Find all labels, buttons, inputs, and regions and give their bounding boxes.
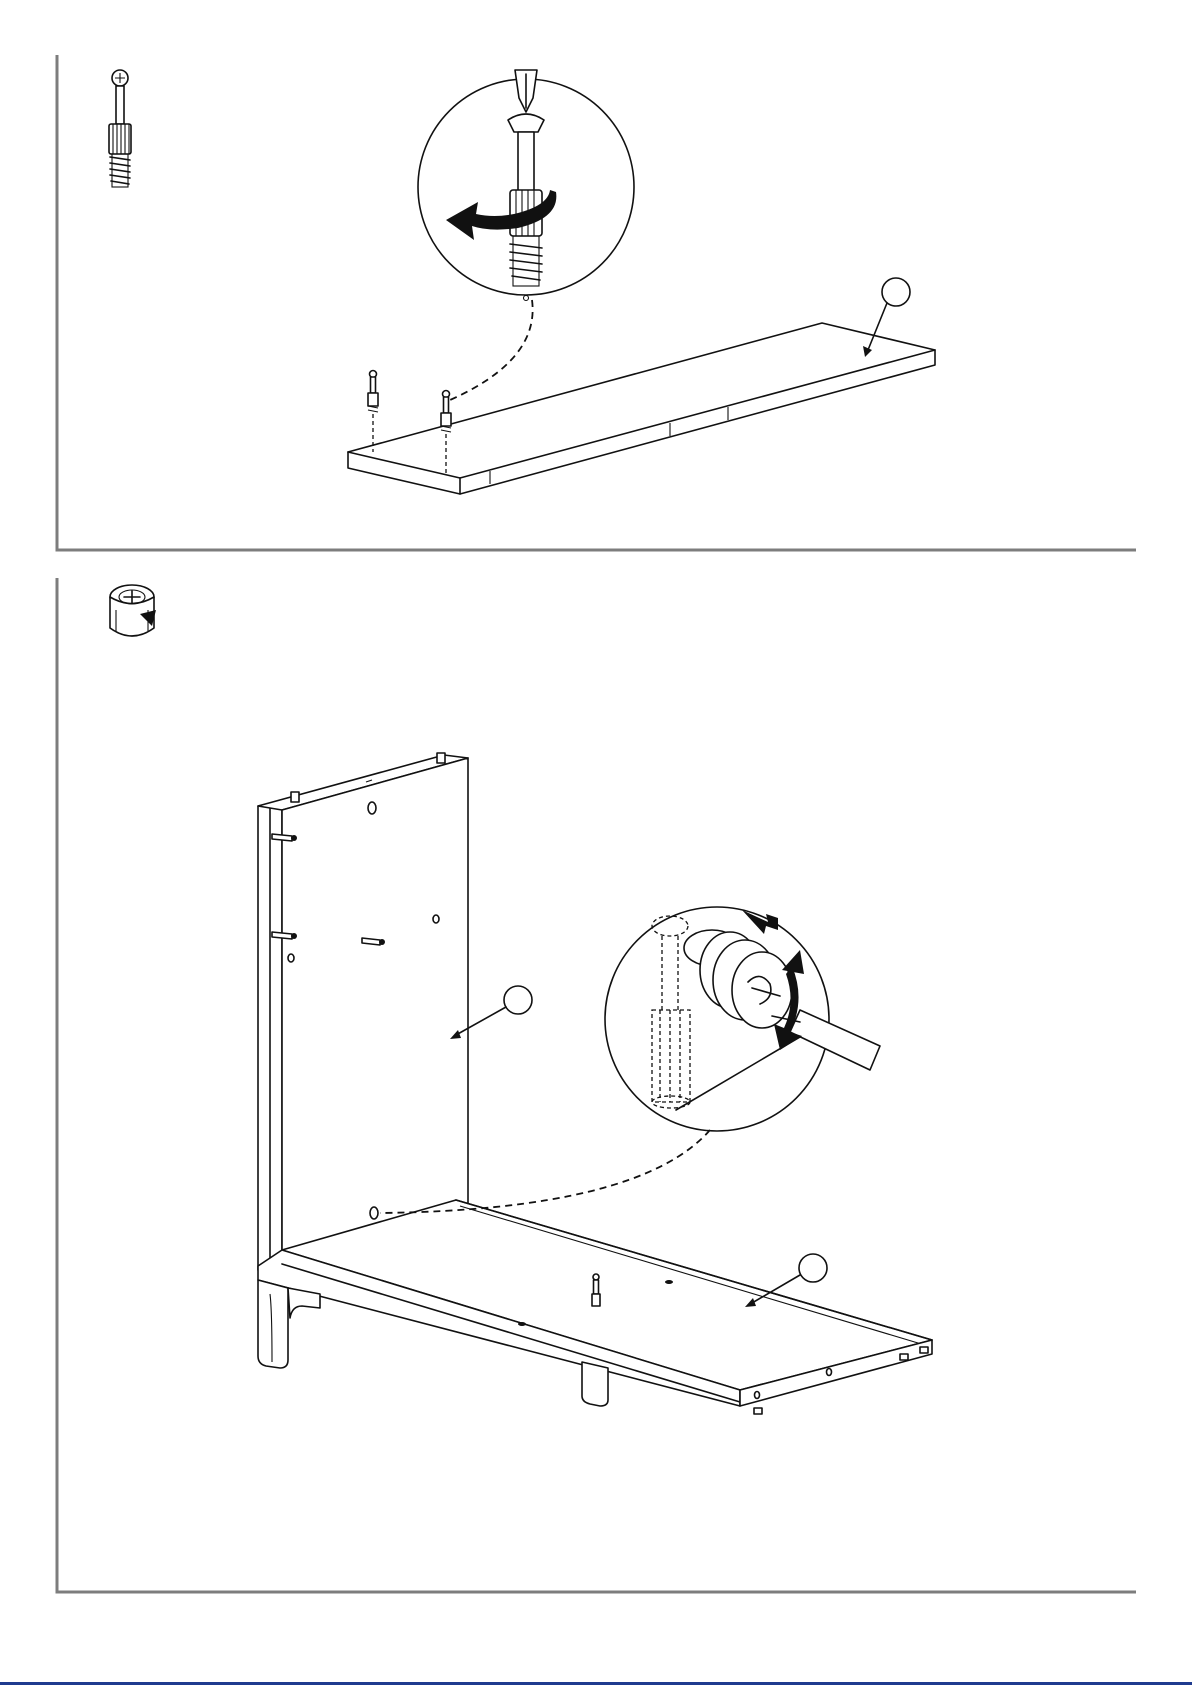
base-panel: [258, 1200, 932, 1414]
step-1-frame: [57, 55, 1136, 550]
detail-leader: [450, 300, 533, 400]
step-1-panel: [0, 0, 1192, 560]
long-panel: [348, 323, 935, 494]
screwdriver-detail: [418, 70, 634, 301]
panel-cam-bolt-1: [368, 371, 378, 453]
step-1-illustration: [0, 0, 1192, 560]
cam-lock-icon: [110, 585, 156, 636]
step-2-frame: [57, 578, 1136, 1592]
cam-lock-detail: [605, 907, 880, 1131]
step-2-illustration: [0, 570, 1192, 1600]
side-panel: [258, 753, 468, 1270]
step-2-panel: [0, 570, 1192, 1600]
cam-bolt-icon: [109, 70, 131, 187]
